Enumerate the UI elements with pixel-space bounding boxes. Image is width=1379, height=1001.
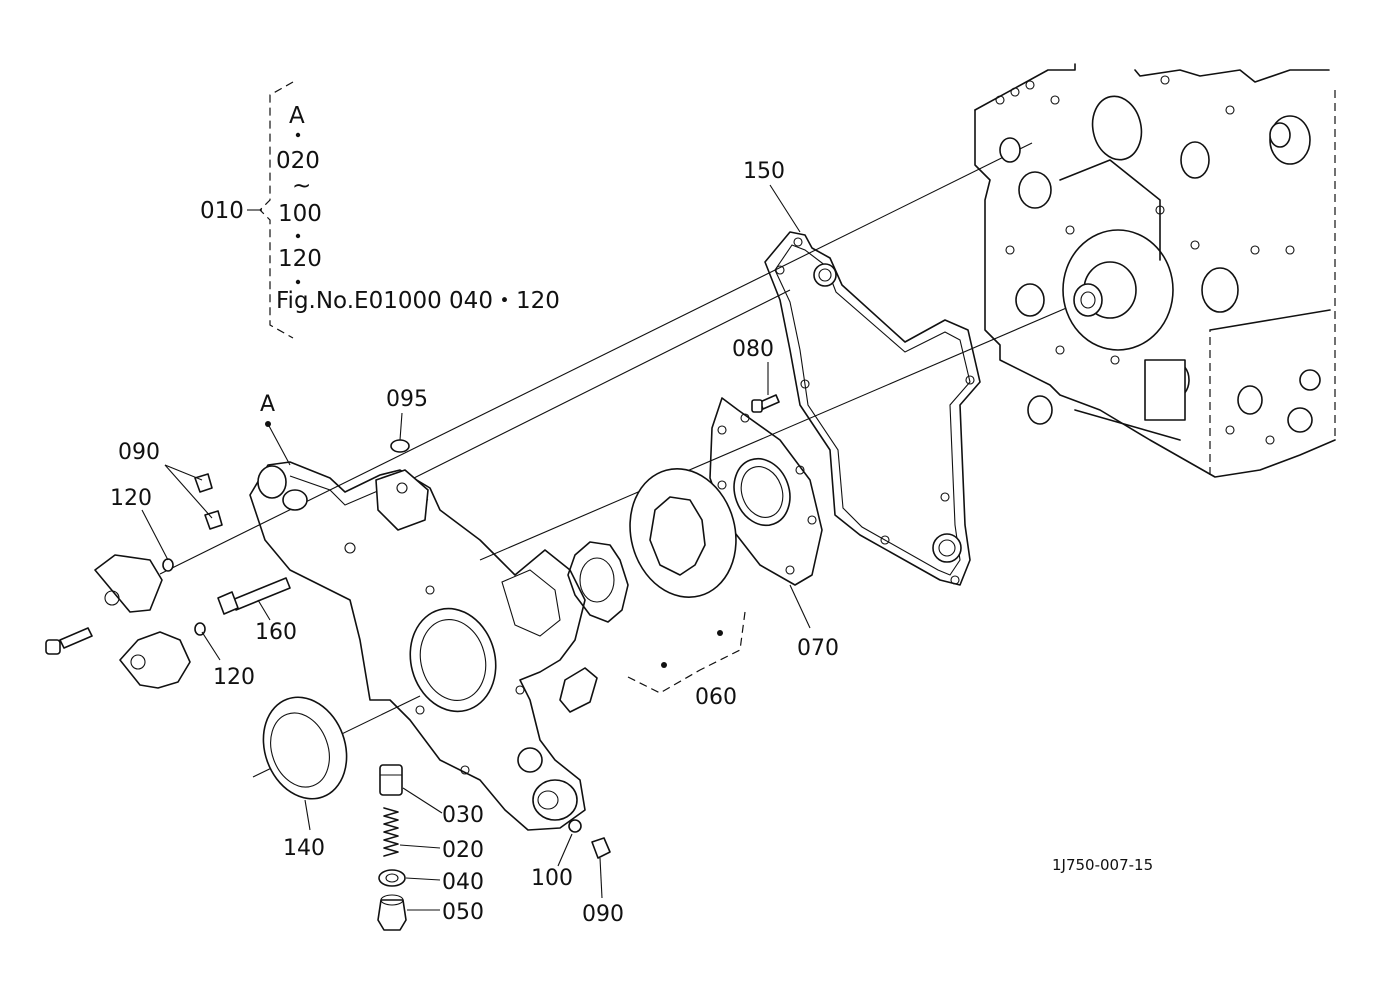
outer-rotor-060 [629,467,737,599]
label-140: 140 [283,836,325,861]
engine-block [974,63,1336,478]
gear-case-housing [249,461,598,831]
leader-lines [141,184,811,911]
label-090-bottom: 090 [582,902,624,927]
label-120-bottom: 120 [213,665,255,690]
bolt-160 [217,577,291,615]
legend-entry-120: 120 [278,246,322,272]
label-150: 150 [743,159,785,184]
label-050: 050 [442,900,484,925]
legend-fig-reference: Fig.No.E01000 040・120 [276,288,560,314]
oil-seal-140 [262,696,348,800]
label-100: 100 [531,866,573,891]
label-060: 060 [695,685,737,710]
relief-valve-030 [379,764,403,796]
legend-entry-a: A [289,103,305,129]
label-090-top: 090 [118,440,160,465]
screw-080 [751,394,780,413]
legend-entry-tilde: ~ [292,173,311,199]
label-080: 080 [732,337,774,362]
label-070: 070 [797,636,839,661]
label-020: 020 [442,838,484,863]
reference-point-a: A [260,392,275,417]
label-160: 160 [255,620,297,645]
washer-040 [378,869,406,887]
label-120-top: 120 [110,486,152,511]
legend-entry-100: 100 [278,201,322,227]
label-095: 095 [386,387,428,412]
label-030: 030 [442,803,484,828]
legend-main-number: 010 [200,198,244,224]
plug-090-bottom [591,837,611,859]
ball-100 [568,819,582,833]
rotor-set-bracket [627,611,746,694]
inner-rotor-060 [567,541,629,623]
bolt-front-left [45,627,93,655]
drawing-code: 1J750-007-15 [1052,856,1153,874]
alignment-lines [159,142,1086,778]
o-ring-095 [390,439,410,453]
plug-050 [377,894,407,931]
oil-fitting-bracket [94,473,223,689]
legend-bracket [247,81,301,339]
spring-020 [383,807,399,857]
legend-entry-020: 020 [276,148,320,174]
label-040: 040 [442,870,484,895]
gasket-150 [764,231,981,586]
